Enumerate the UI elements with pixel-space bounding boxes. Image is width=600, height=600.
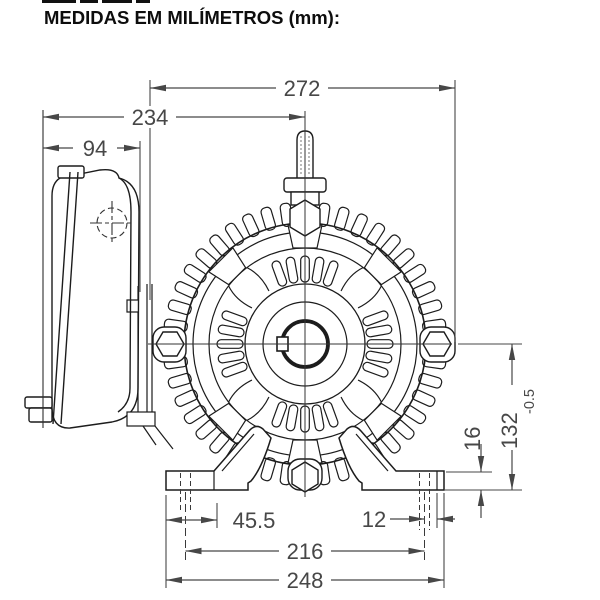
page-title: MEDIDAS EM MILÍMETROS (mm): bbox=[44, 7, 340, 28]
dim-12-label: 12 bbox=[362, 507, 386, 532]
cooling-fin bbox=[224, 222, 245, 246]
vent-slot bbox=[285, 256, 299, 284]
arrowhead bbox=[508, 344, 516, 360]
face-pad bbox=[363, 246, 403, 286]
face-pad bbox=[363, 402, 403, 442]
dim-94-label: 94 bbox=[83, 136, 107, 161]
cooling-fin bbox=[174, 389, 199, 407]
dim-234: 234 bbox=[124, 105, 176, 130]
arrowhead bbox=[43, 113, 59, 121]
vent-slot bbox=[311, 404, 325, 432]
dim-234-label: 234 bbox=[132, 105, 169, 130]
cropped-text-sliver bbox=[42, 0, 150, 3]
fan-spoke bbox=[228, 267, 270, 309]
vent-slot bbox=[365, 324, 393, 338]
fan-spoke bbox=[340, 267, 382, 309]
cooling-fin bbox=[411, 281, 436, 299]
centerlines bbox=[148, 128, 452, 497]
arrowhead bbox=[185, 547, 202, 555]
arrowhead bbox=[437, 515, 453, 523]
dim-216-label: 216 bbox=[287, 539, 324, 564]
vent-slot bbox=[285, 404, 299, 432]
cooling-fin bbox=[242, 213, 260, 238]
cable-entry-boss-upper bbox=[24, 396, 53, 409]
vent-slot bbox=[311, 256, 325, 284]
cooling-fin bbox=[167, 299, 192, 316]
dimension-labels: 272 234 94 45.5 12 216 248 16 132 -0.5 bbox=[73, 76, 538, 593]
arrowhead bbox=[439, 84, 455, 92]
cooling-fin bbox=[418, 372, 443, 389]
arrowhead bbox=[428, 576, 444, 584]
dimension-arrows bbox=[43, 84, 516, 584]
arrowhead bbox=[477, 490, 485, 506]
cooling-fin bbox=[183, 263, 207, 284]
vent-slot bbox=[217, 324, 245, 338]
cooling-fin bbox=[365, 222, 386, 246]
vent-slot bbox=[365, 350, 393, 364]
vent-slot bbox=[322, 260, 339, 287]
face-pad bbox=[207, 402, 247, 442]
fan-spoke bbox=[228, 379, 270, 421]
cooling-fin bbox=[403, 404, 427, 425]
terminal-box bbox=[24, 165, 140, 429]
center-mark bbox=[90, 201, 134, 245]
vent-slot bbox=[362, 310, 389, 327]
vent-slot bbox=[271, 401, 288, 428]
arrowhead bbox=[508, 474, 516, 490]
dim-272: 272 bbox=[276, 76, 328, 101]
face-pad bbox=[207, 246, 247, 286]
dim-132-tolerance-label: -0.5 bbox=[522, 389, 538, 414]
vent-slot bbox=[221, 310, 248, 327]
cooling-fin bbox=[333, 206, 350, 231]
arrowhead bbox=[409, 515, 425, 523]
extension-lines bbox=[42, 80, 522, 588]
cooling-fin bbox=[333, 457, 350, 482]
motor-overlays bbox=[152, 130, 456, 560]
arrowhead bbox=[43, 144, 59, 152]
cooling-fin bbox=[183, 404, 207, 425]
dimensions-layer: 272 234 94 45.5 12 216 248 16 132 -0.5 bbox=[42, 76, 538, 593]
terminal-box-body bbox=[51, 168, 140, 429]
arrowhead bbox=[166, 576, 182, 584]
arrowhead bbox=[408, 547, 425, 555]
cooling-fin bbox=[167, 372, 192, 389]
cooling-fin bbox=[350, 213, 368, 238]
foot-hole-hidden-lines bbox=[180, 473, 430, 560]
vent-slot bbox=[362, 361, 389, 378]
arrowhead bbox=[124, 144, 140, 152]
arrowhead bbox=[477, 456, 485, 472]
cooling-fin bbox=[403, 263, 427, 284]
dim-132-label: 132 bbox=[497, 412, 522, 449]
mounting-feet bbox=[165, 425, 445, 491]
arrowhead bbox=[201, 516, 217, 524]
vent-slot bbox=[322, 401, 339, 428]
arrowhead bbox=[150, 84, 166, 92]
dim-248: 248 bbox=[279, 568, 331, 593]
terminal-box-cover-lines bbox=[52, 171, 79, 425]
dim-272-label: 272 bbox=[284, 76, 321, 101]
cooling-fin bbox=[260, 457, 277, 482]
dim-94: 94 bbox=[73, 136, 117, 161]
dim-16-label: 16 bbox=[460, 427, 485, 451]
dim-45-5-label: 45.5 bbox=[233, 508, 276, 533]
vent-slot bbox=[221, 361, 248, 378]
vent-slot bbox=[217, 350, 245, 364]
cable-entry-boss-lower bbox=[28, 407, 53, 423]
cooling-fin bbox=[411, 389, 436, 407]
fan-spoke bbox=[340, 379, 382, 421]
terminal-box-cap bbox=[57, 165, 85, 179]
arrowhead bbox=[166, 516, 182, 524]
mounting-bracket bbox=[126, 284, 174, 450]
cooling-fin bbox=[174, 281, 199, 299]
left-foot bbox=[165, 425, 272, 491]
dim-216: 216 bbox=[279, 539, 331, 564]
vent-slot bbox=[271, 260, 288, 287]
arrowhead bbox=[289, 113, 305, 121]
right-foot bbox=[338, 425, 445, 491]
cooling-fin bbox=[418, 299, 443, 316]
cooling-fin bbox=[260, 206, 277, 231]
dim-248-label: 248 bbox=[287, 568, 324, 593]
